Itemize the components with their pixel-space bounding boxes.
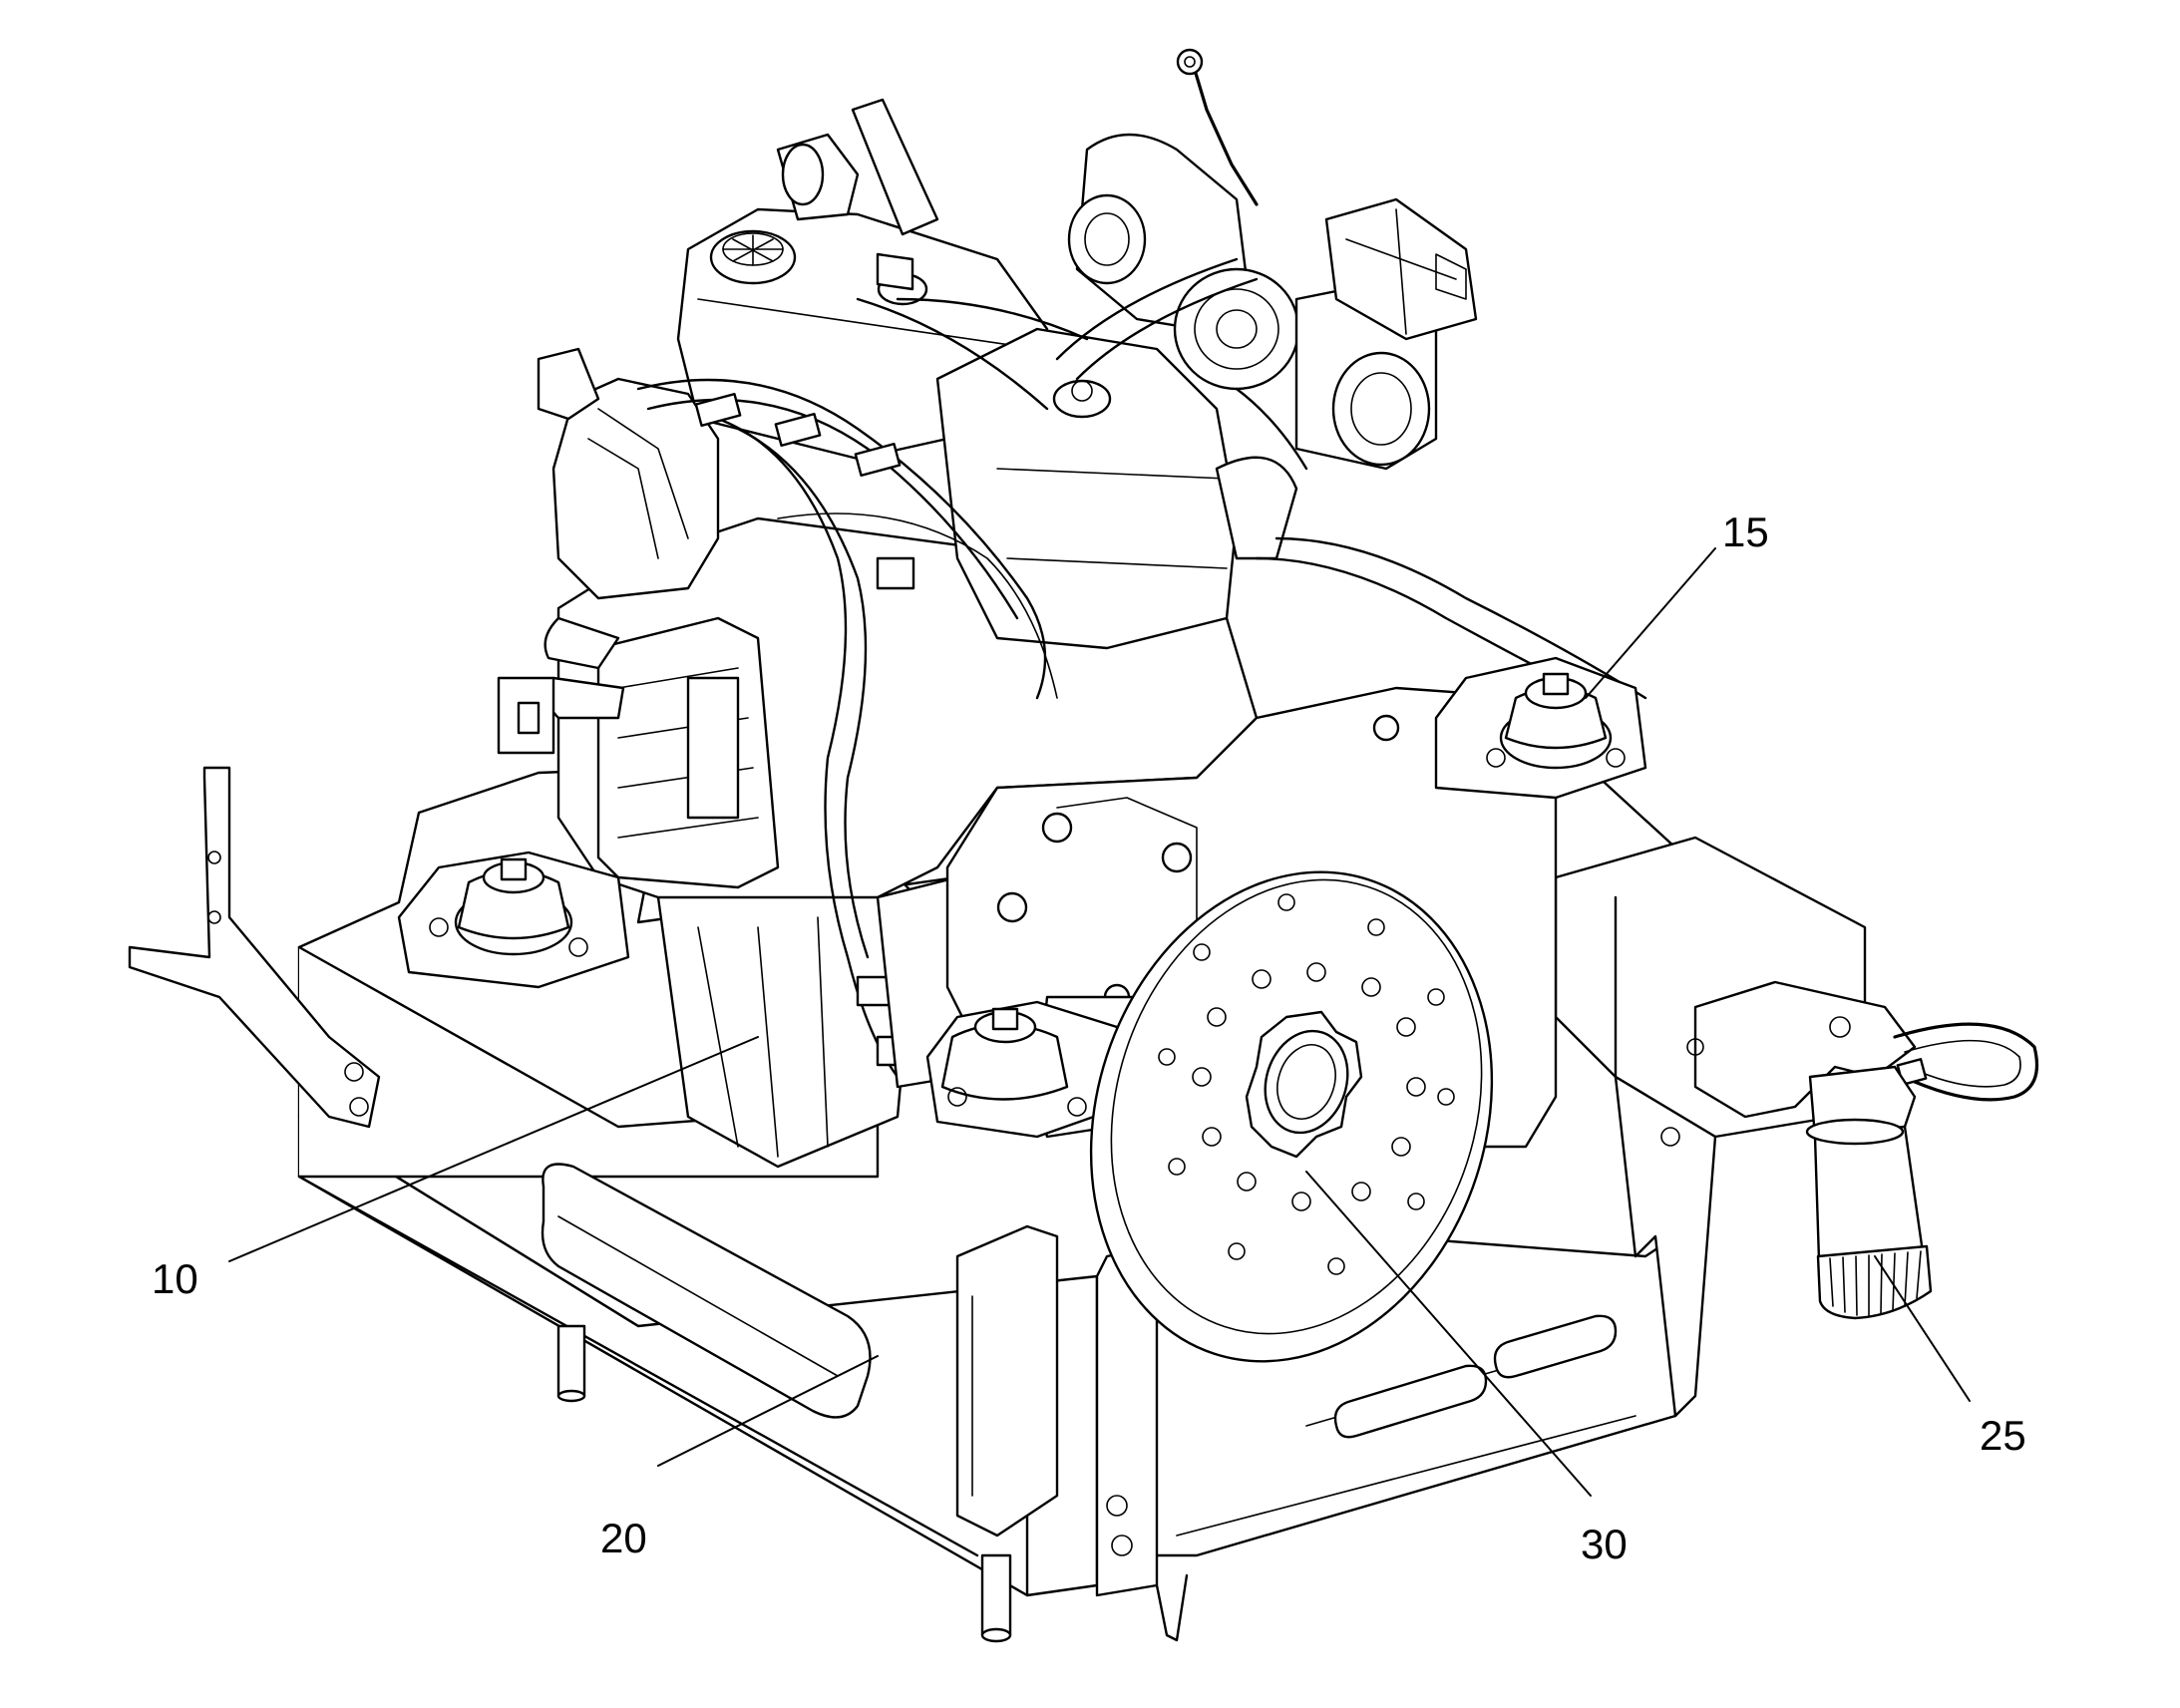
flywheel (1089, 870, 1494, 1363)
leader-15 (1585, 547, 1716, 699)
turbocharger (1055, 133, 1647, 720)
callout-10: 10 (152, 1255, 198, 1302)
callout-25: 25 (1980, 1412, 2026, 1459)
leader-25 (1874, 1255, 1971, 1402)
callout-labels: 10 15 20 25 30 (152, 509, 2026, 1567)
callout-20: 20 (600, 1515, 647, 1561)
engine-mount (397, 656, 1647, 1139)
oil-filter (1686, 980, 2039, 1320)
callout-leaders (228, 547, 1971, 1497)
callout-15: 15 (1722, 509, 1769, 555)
leader-10 (228, 1036, 759, 1262)
leader-20 (657, 1355, 879, 1467)
callout-30: 30 (1581, 1521, 1628, 1567)
leader-30 (1305, 1171, 1592, 1497)
flywheel-bolts (1158, 893, 1455, 1275)
